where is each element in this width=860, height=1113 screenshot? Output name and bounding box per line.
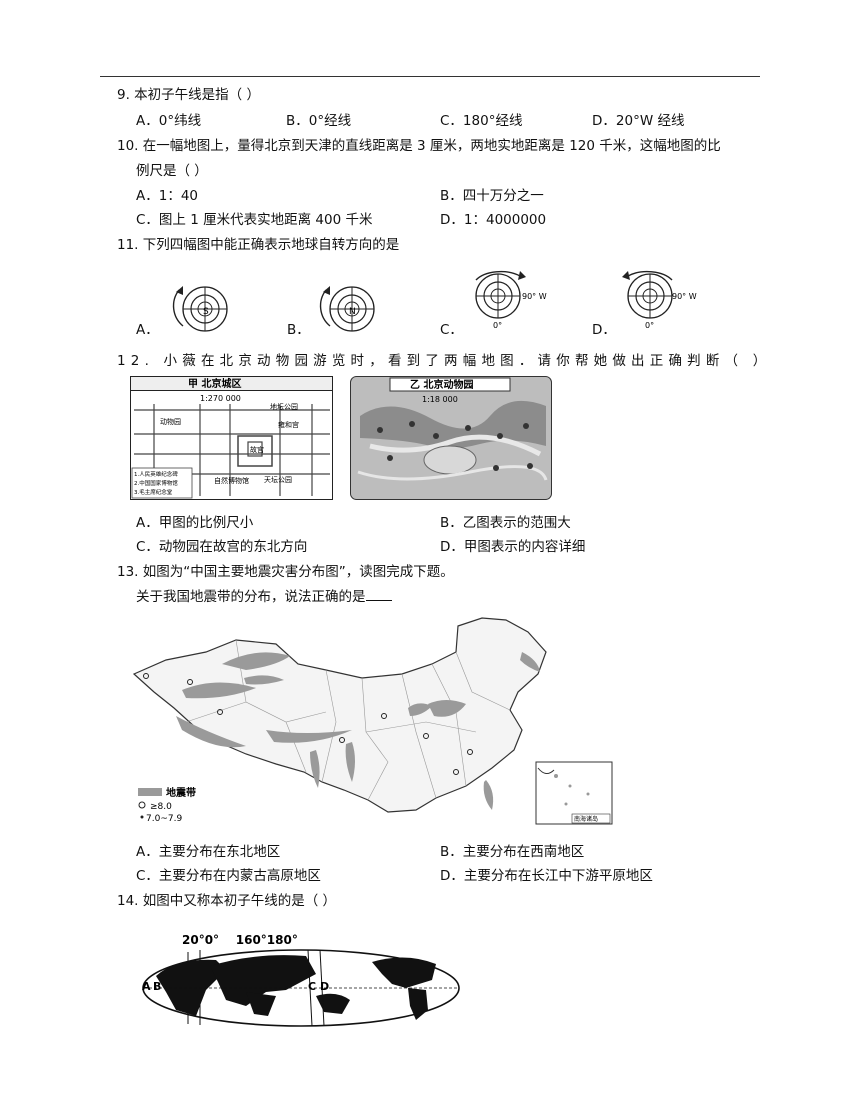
q11-option-a[interactable]: A． [136, 322, 159, 338]
rotation-diagram-d: 90° W 0° [622, 270, 697, 330]
question-14-stem: 14. 如图中又称本初子午线的是（ ） [117, 893, 337, 909]
q12-option-a[interactable]: A．甲图的比例尺小 [136, 515, 254, 531]
q10-option-b[interactable]: B．四十万分之一 [440, 188, 544, 204]
map1-label-ditan: 地坛公园 [270, 402, 298, 411]
map1-legend-2: 2.中国国家博物馆 [134, 479, 178, 487]
question-12-stem: 12. 小薇在北京动物园游览时，看到了两幅地图．请你帮她做出正确判断（ ） [117, 353, 772, 369]
world-map: 20°0° 160°180° A B C D [142, 933, 460, 1027]
diagram-d-bottom-label: 0° [645, 321, 654, 330]
question-13-sub-text: 关于我国地震带的分布，说法正确的是 [136, 589, 366, 605]
beijing-zoo-map: 乙 北京动物园 1:18 000 [350, 376, 552, 500]
beijing-city-map: 甲 北京城区 1:270 000 地坛公园 雍和宫 动物园 故宫 自然博物馆 天… [130, 376, 333, 500]
diagram-d-top-label: 90° W [672, 292, 697, 301]
q9-option-a[interactable]: A．0°纬线 [136, 113, 202, 129]
question-11-stem: 11. 下列四幅图中能正确表示地球自转方向的是 [117, 237, 400, 253]
q11-option-d[interactable]: D． [592, 322, 616, 338]
map1-title: 甲 北京城区 [188, 377, 241, 390]
rotation-diagram-c: 90° W 0° [475, 270, 547, 330]
q11-option-c[interactable]: C． [440, 322, 463, 338]
q12-option-c[interactable]: C．动物园在故宫的东北方向 [136, 539, 308, 555]
answer-blank[interactable] [365, 588, 392, 601]
question-13-sub: 关于我国地震带的分布，说法正确的是 [136, 585, 392, 605]
q11-option-b[interactable]: B． [287, 322, 310, 338]
map3-legend-title: 地震带 [166, 786, 196, 799]
rotation-diagram-a: S [172, 286, 228, 332]
world-map-label-b: B [153, 980, 161, 993]
question-9-stem: 9. 本初子午线是指（ ） [117, 87, 260, 103]
map1-label-gugong: 故宫 [250, 445, 264, 454]
q10-option-d[interactable]: D．1：4000000 [440, 212, 547, 228]
q10-option-c[interactable]: C．图上 1 厘米代表实地距离 400 千米 [136, 212, 373, 228]
diagram-c-top-label: 90° W [522, 292, 547, 301]
rotation-diagram-b: N [319, 286, 375, 332]
map1-label-museum: 自然博物馆 [214, 476, 249, 485]
world-map-label-c: C [308, 980, 316, 993]
map3-inset-label: 南海诸岛 [574, 815, 598, 823]
q12-option-d[interactable]: D．甲图表示的内容详细 [440, 539, 586, 555]
world-map-label-a: A [142, 980, 151, 993]
map1-label-tiantan: 天坛公园 [264, 475, 292, 484]
map2-title: 乙 北京动物园 [410, 378, 473, 391]
map1-scale: 1:270 000 [200, 394, 241, 403]
map1-label-zoo: 动物园 [160, 417, 181, 426]
world-map-label-d: D [320, 980, 329, 993]
world-map-top-labels: 20°0° 160°180° [182, 933, 298, 947]
q13-option-d[interactable]: D．主要分布在长江中下游平原地区 [440, 868, 653, 884]
q9-option-b[interactable]: B．0°经线 [286, 113, 352, 129]
q9-option-c[interactable]: C．180°经线 [440, 113, 523, 129]
map3-legend-item1: ≥8.0 [150, 802, 172, 812]
q12-option-b[interactable]: B．乙图表示的范围大 [440, 515, 571, 531]
q9-option-d[interactable]: D．20°W 经线 [592, 113, 685, 129]
diagram-a-pole-label: S [203, 307, 209, 317]
header-rule [100, 76, 760, 77]
map1-label-yonghegong: 雍和宫 [278, 420, 299, 429]
q10-option-a[interactable]: A．1：40 [136, 188, 199, 204]
q13-option-c[interactable]: C．主要分布在内蒙古高原地区 [136, 868, 321, 884]
map2-scale: 1:18 000 [422, 395, 458, 404]
q13-option-b[interactable]: B．主要分布在西南地区 [440, 844, 585, 860]
q13-option-a[interactable]: A．主要分布在东北地区 [136, 844, 281, 860]
diagram-c-bottom-label: 0° [493, 321, 502, 330]
map3-legend-item2: 7.0~7.9 [146, 814, 182, 824]
question-13-stem: 13. 如图为“中国主要地震灾害分布图”，读图完成下题。 [117, 564, 454, 580]
china-earthquake-map: 南海诸岛 地震带 ≥8.0 7.0~7.9 [132, 617, 613, 825]
diagram-b-pole-label: N [349, 307, 356, 317]
question-10-stem: 10. 在一幅地图上，量得北京到天津的直线距离是 3 厘米，两地实地距离是 12… [117, 138, 721, 154]
map1-legend-1: 1.人民英雄纪念碑 [134, 470, 178, 478]
map1-legend-3: 3.毛主席纪念堂 [134, 488, 173, 496]
question-10-stem-cont: 例尺是（ ） [136, 163, 208, 179]
